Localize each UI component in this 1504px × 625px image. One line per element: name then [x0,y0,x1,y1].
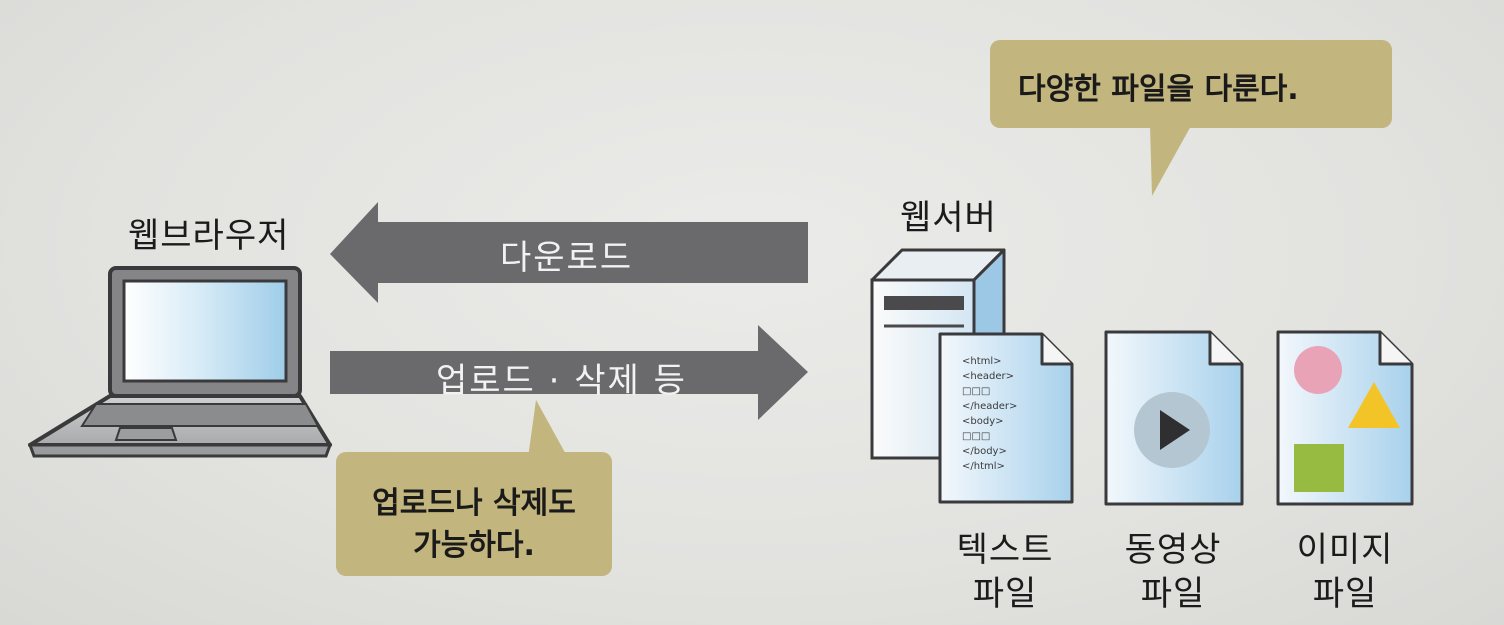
bottom-bubble-line2: 가능하다. [413,528,535,563]
text-file-label-line1: 텍스트 [956,530,1054,570]
image-file-label-line2: 파일 [1312,574,1378,614]
video-file-label-line1: 동영상 [1124,530,1222,570]
web-browser-label: 웹브라우저 [128,216,290,256]
top-bubble-text: 다양한 파일을 다룬다. [1018,72,1299,107]
html-code-line: </header> [962,401,1017,412]
video-file-label-line2: 파일 [1140,574,1206,614]
html-code-lines: <html> <header> □□□ </header> <body> □□□ </bod… [962,356,1017,472]
download-arrow [330,202,808,303]
html-code-line: □□□ [962,386,990,397]
text-file-icon [938,332,1074,504]
html-code-line: <body> [962,416,1004,427]
square-shape [1294,444,1344,492]
triangle-shape [1348,382,1400,428]
upload-arrow [330,325,808,420]
html-code-line: <header> [962,371,1014,382]
top-speech-bubble [990,40,1392,196]
image-file-icon [1276,330,1414,506]
web-server-label: 웹서버 [900,198,997,238]
image-file-label-line1: 이미지 [1296,530,1394,570]
html-code-line: </html> [962,461,1005,472]
video-file-icon [1104,330,1244,506]
text-file-label-line2: 파일 [972,574,1038,614]
circle-shape [1294,346,1342,394]
laptop-icon [27,266,333,458]
html-code-line: □□□ [962,431,990,442]
upload-delete-label: 업로드 · 삭제 등 [436,361,687,401]
bottom-bubble-line1: 업로드나 삭제도 [372,486,576,521]
bottom-speech-bubble [336,400,612,576]
play-icon [1160,410,1190,450]
html-code-line: <html> [962,356,1002,367]
html-code-line: </body> [962,446,1007,457]
download-label: 다운로드 [500,238,634,278]
